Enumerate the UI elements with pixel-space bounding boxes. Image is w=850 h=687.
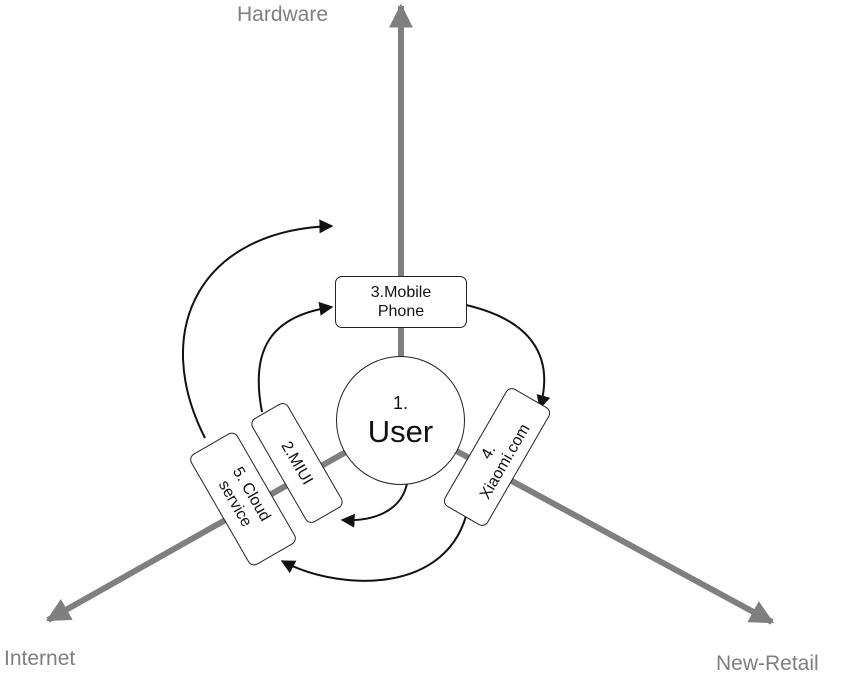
mobile-phone-line-1: 3.Mobile	[370, 284, 432, 301]
new-retail-axis	[399, 418, 775, 625]
arrow-miui-to-mobile	[257, 301, 334, 413]
arrow-mobile-to-xiaomi	[465, 304, 551, 410]
user-label: User	[367, 413, 434, 449]
axis-label-internet: Internet	[4, 647, 76, 670]
miui-line-1: 2.MIUI	[277, 438, 317, 488]
arrow-user-to-miui	[340, 475, 409, 528]
user-node: 1. User	[336, 356, 465, 485]
axis-label-new-retail: New-Retail	[716, 652, 819, 675]
user-number: 1.	[392, 392, 408, 413]
axis-label-hardware: Hardware	[237, 3, 329, 26]
arrow-outer-cloud-to-top	[182, 219, 334, 439]
arrow-xiaomi-to-cloud	[280, 507, 469, 582]
mobile-phone-node: 3.Mobile Phone	[335, 276, 467, 328]
mobile-phone-line-2: Phone	[377, 303, 425, 320]
